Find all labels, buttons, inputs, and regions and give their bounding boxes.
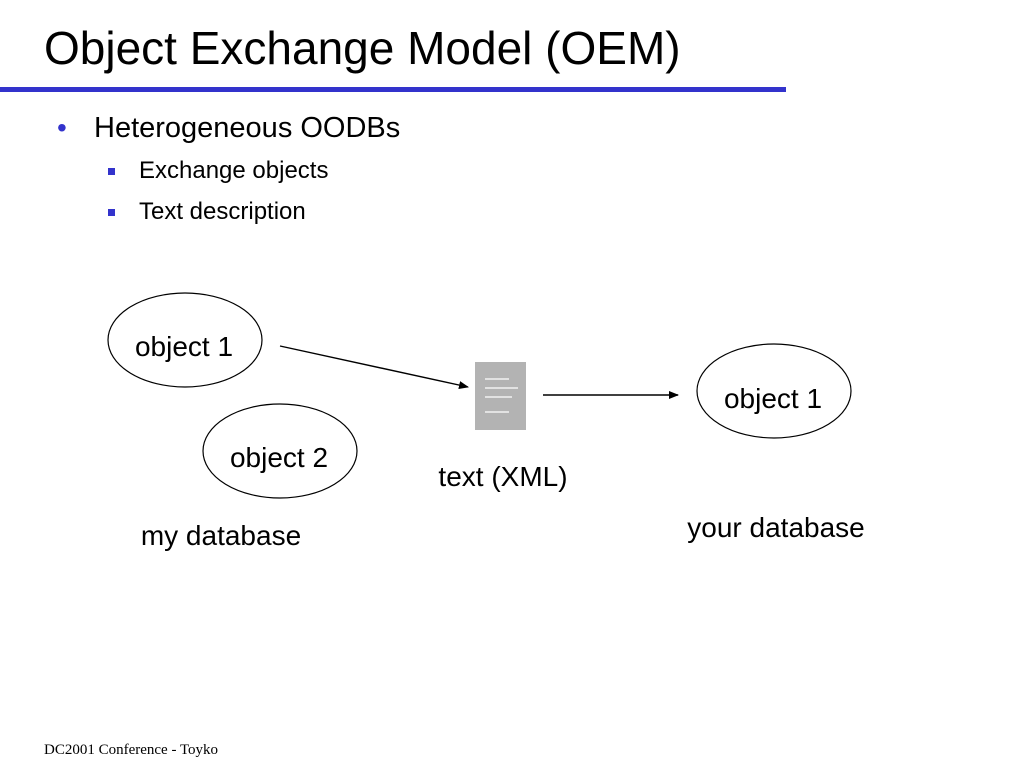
arrow-to-document [279, 345, 469, 389]
square-bullet-icon [108, 209, 115, 216]
my-object-1-label: object 1 [135, 331, 233, 362]
bullet-text: Heterogeneous OODBs [94, 112, 401, 144]
my-object-2-ellipse [202, 403, 358, 499]
square-bullet-icon [108, 168, 115, 175]
your-database-label: your database [687, 512, 864, 543]
my-object-2-label: object 2 [230, 442, 328, 473]
title-underline [0, 87, 786, 92]
document-label: text (XML) [438, 461, 567, 492]
sub-bullet-text: Exchange objects [139, 157, 329, 184]
my-database-label: my database [141, 520, 301, 551]
sub-bullet-text: Text description [139, 198, 306, 225]
slide-title: Object Exchange Model (OEM) [44, 22, 681, 74]
your-object-1-label: object 1 [724, 383, 822, 414]
round-bullet-icon: • [57, 112, 67, 143]
document-icon [475, 362, 526, 430]
slide-footer: DC2001 Conference - Toyko [44, 742, 219, 758]
my-object-1-ellipse [107, 292, 263, 388]
your-object-1-ellipse [696, 343, 852, 439]
